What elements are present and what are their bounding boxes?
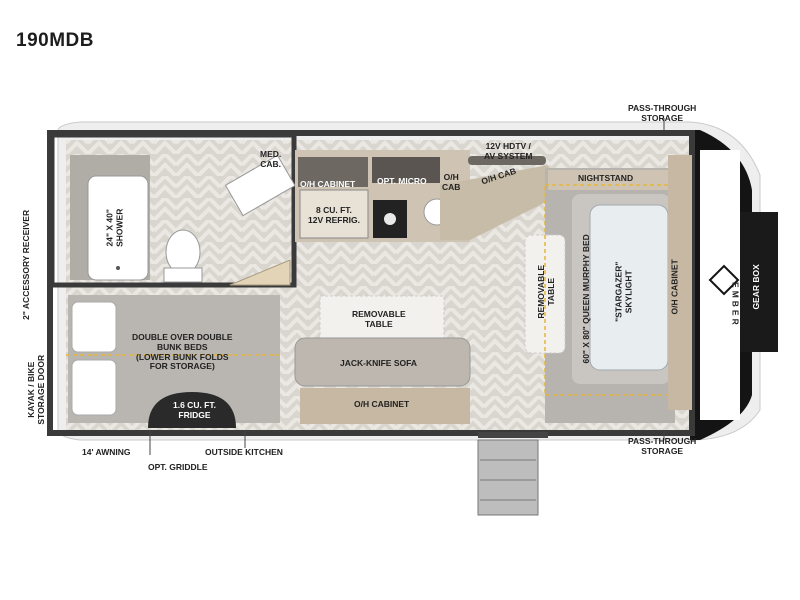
label-accessory-receiver: 2" ACCESSORY RECEIVER — [21, 209, 32, 320]
label-oh-cabinet-bottom: O/H CABINET — [354, 399, 410, 409]
opt-micro — [372, 157, 440, 183]
burner — [384, 213, 396, 225]
bath-door — [229, 259, 291, 286]
label-kayak-door: KAYAK / BIKE STORAGE DOOR — [26, 354, 46, 425]
oh-cabinet-bottom — [300, 388, 470, 424]
label-removable-table-side: REMOVABLE TABLE — [536, 264, 556, 319]
label-pass-through-top: PASS-THROUGH STORAGE — [628, 103, 697, 123]
jack-knife-sofa — [294, 337, 471, 387]
label-shower: 24" X 40" SHOWER — [104, 208, 125, 247]
label-sofa: JACK-KNIFE SOFA — [340, 358, 417, 368]
label-bunk-beds: DOUBLE OVER DOUBLE BUNK BEDS (LOWER BUNK… — [132, 332, 233, 372]
removable-table-center — [319, 295, 445, 345]
label-opt-micro: OPT. MICRO — [377, 176, 427, 186]
ember-logo-icon — [708, 264, 740, 296]
refrigerator — [299, 189, 369, 239]
label-oh-cabinet-right: O/H CABINET — [669, 259, 680, 315]
floorplan-title: 190MDB — [16, 30, 94, 51]
oh-cabinet-kitchen — [298, 157, 368, 187]
label-awning: 14' AWNING — [82, 447, 131, 457]
bath-floor-divider — [60, 283, 290, 286]
entry-steps — [477, 439, 539, 516]
bunk-pillow-1 — [71, 301, 117, 353]
entry-door — [478, 432, 548, 438]
bath-sink-counter — [224, 154, 296, 217]
bunk-pillow-2 — [71, 359, 117, 416]
label-removable-table-center: REMOVABLE TABLE — [352, 309, 406, 329]
oh-cabinet-right — [668, 155, 692, 410]
label-refrig: 8 CU. FT. 12V REFRIG. — [308, 205, 360, 225]
tv-bar — [468, 156, 546, 165]
shower-tub — [87, 175, 149, 281]
label-med-cab: MED. CAB. — [260, 149, 282, 169]
label-fridge: 1.6 CU. FT. FRIDGE — [173, 400, 216, 420]
shower-drain — [116, 266, 120, 270]
kitchen-counter-angle — [440, 165, 560, 240]
toilet-bowl — [165, 229, 201, 275]
ember-logo: EMBER — [730, 282, 741, 328]
label-opt-griddle: OPT. GRIDDLE — [148, 462, 208, 472]
label-pass-through-bottom: PASS-THROUGH STORAGE — [628, 436, 697, 456]
label-murphy-bed: 60" X 80" QUEEN MURPHY BED — [580, 234, 591, 364]
label-nightstand: NIGHTSTAND — [578, 173, 634, 183]
toilet-tank — [163, 267, 203, 283]
label-skylight: "STARGAZER" SKYLIGHT — [613, 261, 634, 322]
gear-box — [740, 212, 778, 352]
label-oh-cabinet-kitchen: O/H CABINET — [300, 179, 356, 189]
label-oh-cab-1: O/H CAB — [442, 172, 461, 192]
label-outside-kitchen: OUTSIDE KITCHEN — [205, 447, 283, 457]
label-hdtv: 12V HDTV / AV SYSTEM — [484, 141, 533, 161]
label-gear-box: GEAR BOX — [750, 264, 761, 310]
fridge-shape — [148, 392, 236, 428]
